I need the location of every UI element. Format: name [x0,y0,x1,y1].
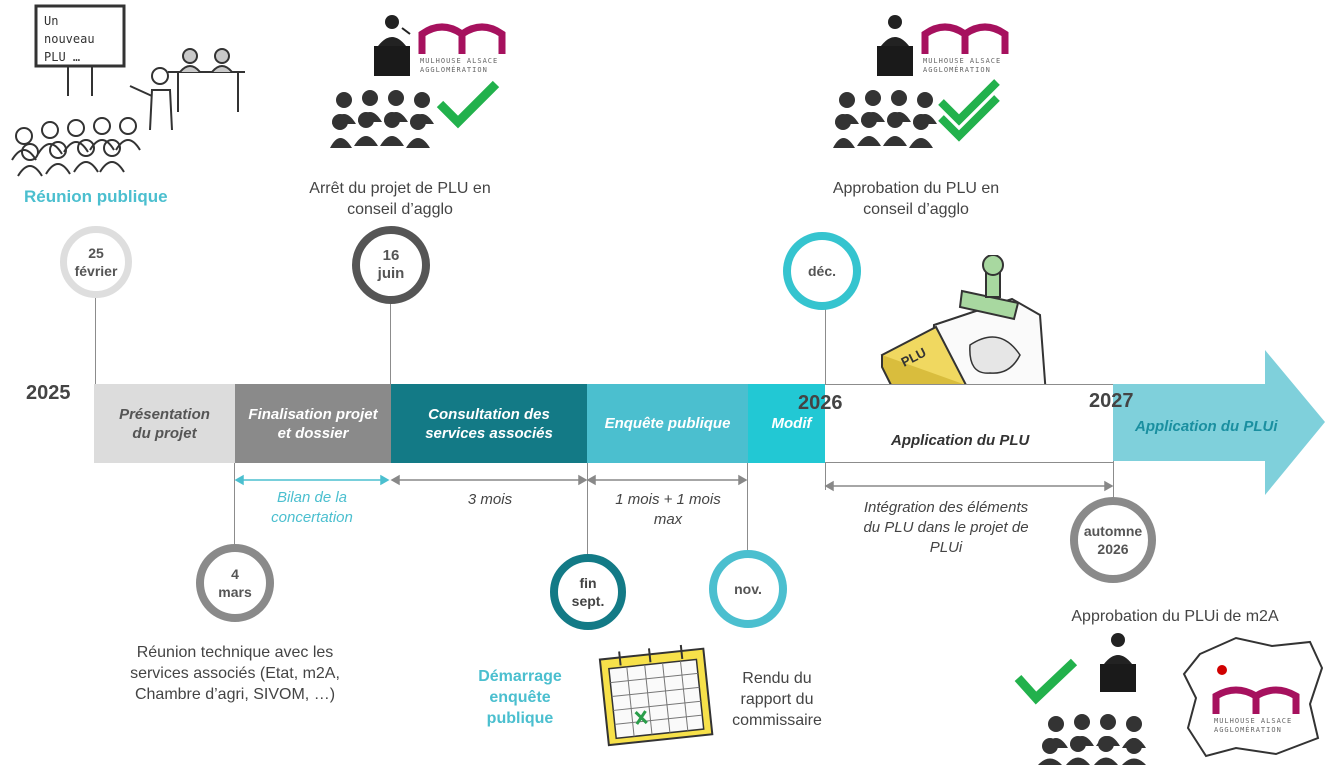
check-icon [436,80,500,129]
location-dot [1217,665,1227,675]
logo-text-3: MULHOUSE ALSACE AGGLOMÉRATION [1214,717,1293,734]
m2a-logo [1212,686,1300,714]
connector-line-m7 [1113,463,1114,499]
bilan-concertation-note: Bilan de la concertation [271,489,353,526]
presentation-board [34,4,126,68]
connector-line-m2 [390,300,391,384]
year-2027: 2027 [1089,390,1134,412]
elected-officials [330,90,434,148]
milestone-nov: nov. [709,550,787,628]
elected-officials [1038,714,1146,765]
one-month-bracket [586,474,748,486]
integration-note: Intégration des éléments du PLU dans le … [863,499,1029,556]
connector-line-m6 [747,463,748,555]
milestone-4-mars: 4 mars [196,544,274,622]
board-text: Un nouveau PLU … [44,14,95,64]
council-plui-sketch [1014,633,1324,765]
m2a-logo [418,23,506,54]
one-month-note: 1 mois + 1 mois max [615,491,721,528]
stamp [958,289,1020,321]
presenter-figure [151,67,169,85]
rendu-caption: Rendu du rapport du commissaire [732,670,822,729]
council-approbation-sketch [833,15,1009,148]
three-months-note: 3 mois [467,491,513,508]
speaker-podium [877,15,913,76]
elected-officials [833,90,937,148]
phase-modif: Modif [748,384,825,463]
logo-text-1: MULHOUSE ALSACE AGGLOMÉRATION [420,57,499,74]
connector-line-m1 [95,296,96,384]
phase-consultation: Consultation des services associés [391,384,587,463]
council-arret-sketch [330,15,506,148]
phase-application-plu: Application du PLU [825,384,1114,463]
year-2025: 2025 [26,382,71,404]
speaker-podium [1100,633,1136,692]
arret-caption: Arrêt du projet de PLU en conseil d’aggl… [309,180,491,218]
three-months-bracket [390,474,588,486]
phase-presentation: Présentation du projet [94,384,235,463]
public-meeting-sketch [11,4,245,177]
connector-line-m4 [234,463,235,547]
duration-brackets [234,474,1114,492]
connector-line-m5 [587,463,588,555]
reunion-publique-title: Réunion publique [24,187,168,206]
approbation-caption: Approbation du PLU en conseil d’agglo [832,180,1000,218]
calendar-icon [598,644,714,747]
demarrage-caption: Démarrage enquête publique [478,668,562,727]
logo-text-2: MULHOUSE ALSACE AGGLOMÉRATION [923,57,1002,74]
year-2026: 2026 [798,392,843,414]
double-check-icon [938,79,1000,142]
milestone-25-fevrier: 25 février [60,226,132,298]
m2a-logo [921,23,1009,54]
milestone-dec: déc. [783,232,861,310]
check-icon [1014,658,1078,705]
application-plui-label: Application du PLUi [1135,418,1278,435]
milestone-automne-2026: automne 2026 [1070,497,1156,583]
reunion-technique-caption: Réunion technique avec les services asso… [130,644,340,703]
speaker-podium [374,15,411,76]
phase-application-plui [1113,350,1325,495]
phase-finalisation: Finalisation projet et dossier [235,384,391,463]
milestone-16-juin: 16 juin [352,226,430,304]
approbation-plui-caption: Approbation du PLUi de m2A [1071,608,1279,625]
bilan-bracket [234,474,390,486]
integration-bracket [824,480,1114,492]
phase-enquete: Enquête publique [587,384,748,463]
milestone-fin-sept: fin sept. [550,554,626,630]
audience-sketch [11,117,141,177]
